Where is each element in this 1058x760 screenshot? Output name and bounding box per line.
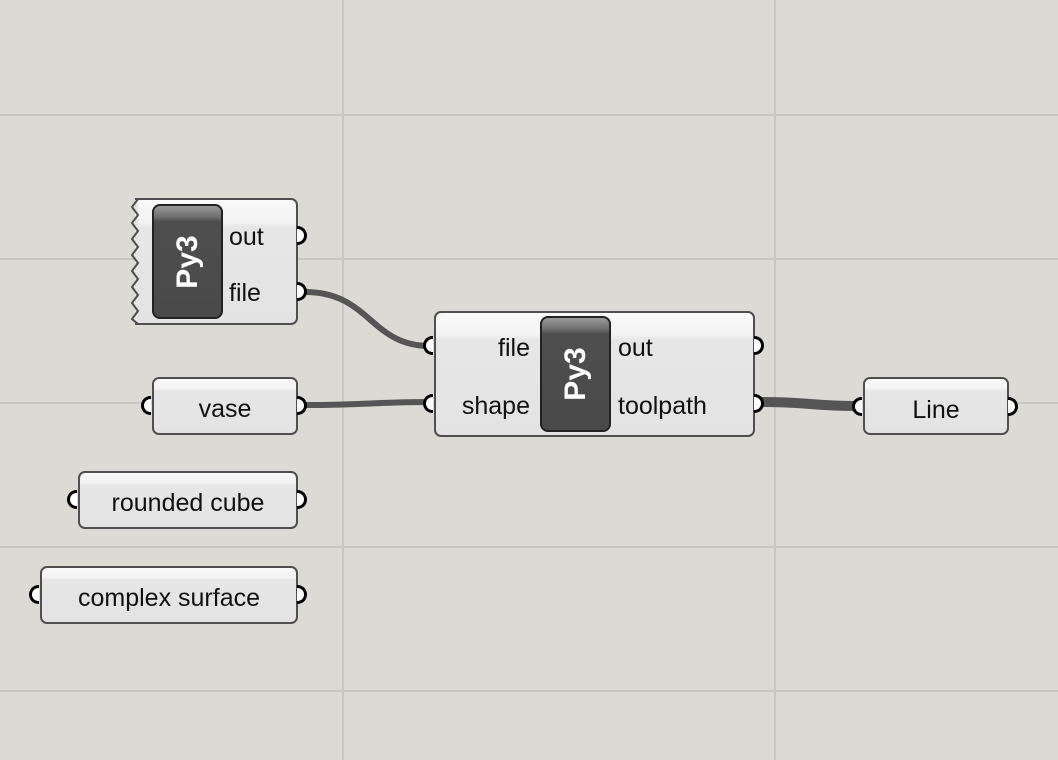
output-grip[interactable] bbox=[297, 585, 307, 604]
input-grip[interactable] bbox=[67, 490, 77, 509]
input-grip-shape[interactable] bbox=[423, 394, 433, 413]
zigzag-edge bbox=[130, 198, 140, 325]
wire-toolpath bbox=[759, 397, 859, 411]
wire-file bbox=[304, 289, 431, 349]
line-body[interactable]: Line bbox=[863, 377, 1009, 435]
output-grip-toolpath[interactable] bbox=[754, 394, 764, 413]
input-grip-file[interactable] bbox=[423, 336, 433, 355]
python-icon-label: Py3 bbox=[558, 347, 592, 401]
python-icon-label: Py3 bbox=[170, 234, 204, 289]
line-label: Line bbox=[912, 396, 960, 424]
panel-label: rounded cube bbox=[111, 489, 265, 517]
wire-shape bbox=[304, 399, 431, 408]
output-grip-file[interactable] bbox=[297, 282, 307, 301]
grid-line bbox=[0, 690, 1058, 692]
panel-label: complex surface bbox=[77, 584, 261, 612]
output-label-file: file bbox=[229, 279, 261, 307]
grid-line bbox=[0, 114, 1058, 116]
input-label-shape: shape bbox=[461, 392, 530, 420]
grid-line bbox=[0, 258, 1058, 260]
panel-body[interactable]: rounded cube bbox=[78, 471, 298, 529]
output-grip[interactable] bbox=[1008, 397, 1018, 416]
output-label-toolpath: toolpath bbox=[618, 392, 707, 420]
output-grip-out[interactable] bbox=[754, 336, 764, 355]
grid-line bbox=[342, 0, 344, 760]
panel-body[interactable]: vase bbox=[152, 377, 298, 435]
grid-line bbox=[774, 0, 776, 760]
output-label-out: out bbox=[229, 223, 264, 251]
panel-body[interactable]: complex surface bbox=[40, 566, 298, 624]
grid-line bbox=[0, 546, 1058, 548]
output-label-out: out bbox=[618, 334, 653, 362]
input-grip[interactable] bbox=[29, 585, 39, 604]
output-grip-out[interactable] bbox=[297, 226, 307, 245]
python-icon: Py3 bbox=[152, 204, 223, 319]
input-grip[interactable] bbox=[852, 397, 862, 416]
panel-label: vase bbox=[198, 395, 252, 423]
python-icon: Py3 bbox=[540, 316, 611, 432]
output-grip[interactable] bbox=[297, 490, 307, 509]
input-grip[interactable] bbox=[141, 396, 151, 415]
output-grip[interactable] bbox=[297, 396, 307, 415]
input-label-file: file bbox=[498, 334, 530, 362]
